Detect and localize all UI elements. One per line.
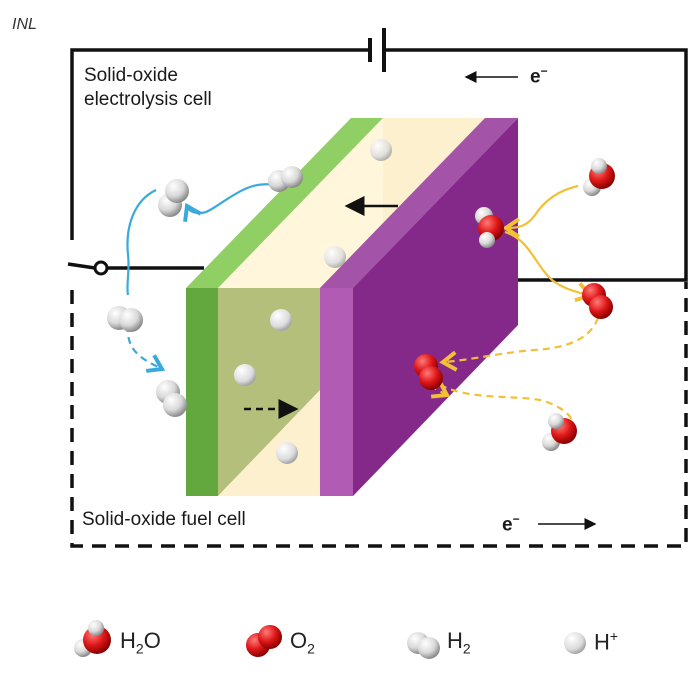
legend-label: O2 xyxy=(290,627,315,657)
switch xyxy=(67,260,204,276)
legend-label: H2O xyxy=(120,627,161,657)
oxygen-molecule xyxy=(414,354,443,390)
fuel-cell-label: Solid-oxide fuel cell xyxy=(82,509,246,530)
oxygen-molecule-icon xyxy=(246,625,282,657)
proton xyxy=(276,442,298,464)
legend-proton: H+ xyxy=(590,622,618,662)
proton xyxy=(234,364,256,386)
proton-icon xyxy=(564,632,586,654)
water-molecule-icon xyxy=(74,620,111,657)
hydrogen-molecule-icon xyxy=(407,632,440,659)
hydrogen-molecule xyxy=(268,166,303,192)
electrolysis-cell-label: Solid-oxide electrolysis cell xyxy=(84,65,212,110)
internal-flow-arrows xyxy=(244,196,398,419)
legend-label: H+ xyxy=(594,628,619,655)
water-molecule xyxy=(583,158,615,196)
water-molecule xyxy=(475,207,504,248)
legend-label: H2 xyxy=(447,627,471,657)
credit-label: INL xyxy=(12,16,37,33)
legend-hydrogen: H2 xyxy=(443,622,471,662)
oxygen-molecule xyxy=(582,283,613,319)
legend-oxygen: O2 xyxy=(286,622,315,662)
legend-water: H2O xyxy=(116,622,161,662)
fuel-cell-circuit xyxy=(70,282,688,548)
electron-label-bottom: e− xyxy=(502,512,520,536)
hydrogen-molecule xyxy=(158,179,189,217)
electron-label-top: e− xyxy=(530,64,548,88)
proton xyxy=(324,246,346,268)
hydrogen-molecule xyxy=(156,380,187,417)
water-molecule xyxy=(542,413,577,451)
proton xyxy=(270,309,292,331)
hydrogen-molecule xyxy=(107,306,143,332)
proton xyxy=(370,139,392,161)
electrolysis-circuit xyxy=(70,28,688,282)
